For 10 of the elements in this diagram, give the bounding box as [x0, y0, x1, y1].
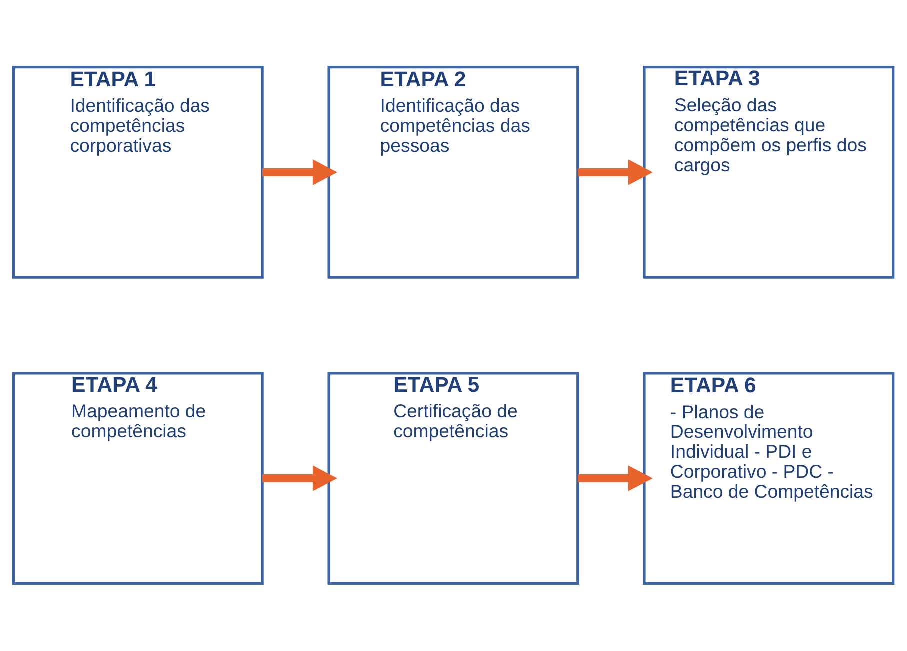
- arrow: [578, 466, 653, 492]
- node-box: ETAPA 3 Seleção das competências que compõem os perfis dos cargos: [643, 66, 895, 279]
- arrow: [262, 160, 338, 186]
- arrow: [578, 160, 653, 186]
- node-box: ETAPA 5 Certificação de competências: [328, 372, 580, 585]
- node-box: ETAPA 6 - Planos de Desenvolvimento Individual - PDI e Corporativo - PDC - Banco de Competências: [643, 372, 895, 585]
- arrow: [262, 466, 338, 492]
- node-box: ETAPA 1 Identificação das competências corporativas: [12, 66, 264, 279]
- node-box: ETAPA 2 Identificação das competências das pessoas: [328, 66, 580, 279]
- node-box: ETAPA 4 Mapeamento de competências: [12, 372, 264, 585]
